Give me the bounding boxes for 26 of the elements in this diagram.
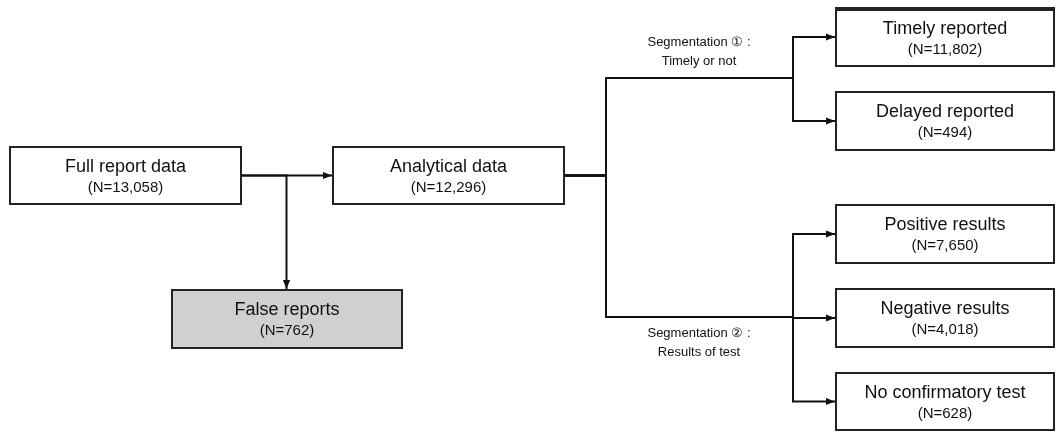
count-text: (N=11,802) — [907, 39, 983, 58]
process-box — [171, 289, 403, 349]
box-title: Negative results — [880, 298, 1010, 319]
process-box — [835, 288, 1055, 348]
count-text: (N=13,058) — [87, 176, 164, 196]
box-title: Positive results — [884, 214, 1006, 235]
process-box — [835, 7, 1055, 67]
box-title: Full report data — [64, 155, 187, 177]
process-box — [332, 146, 565, 205]
count-text: (N=4,018) — [911, 319, 979, 338]
count-text: (N=494) — [917, 122, 973, 141]
count-text: (N=762) — [259, 320, 315, 339]
box-title: Timely reported — [882, 18, 1008, 39]
box-title: Analytical data — [389, 155, 508, 177]
arrow — [241, 174, 291, 290]
box-title: Delayed reported — [875, 101, 1015, 122]
process-box — [835, 204, 1055, 264]
process-box — [9, 146, 242, 205]
arrow — [564, 174, 836, 406]
count-text: (N=7,650) — [911, 235, 979, 254]
count-text: (N=628) — [917, 402, 973, 422]
count-text: (N=12,296) — [410, 176, 487, 196]
box-title: No confirmatory test — [864, 381, 1026, 403]
box-title: False reports — [234, 299, 340, 320]
process-box — [835, 91, 1055, 151]
process-box — [835, 372, 1055, 431]
